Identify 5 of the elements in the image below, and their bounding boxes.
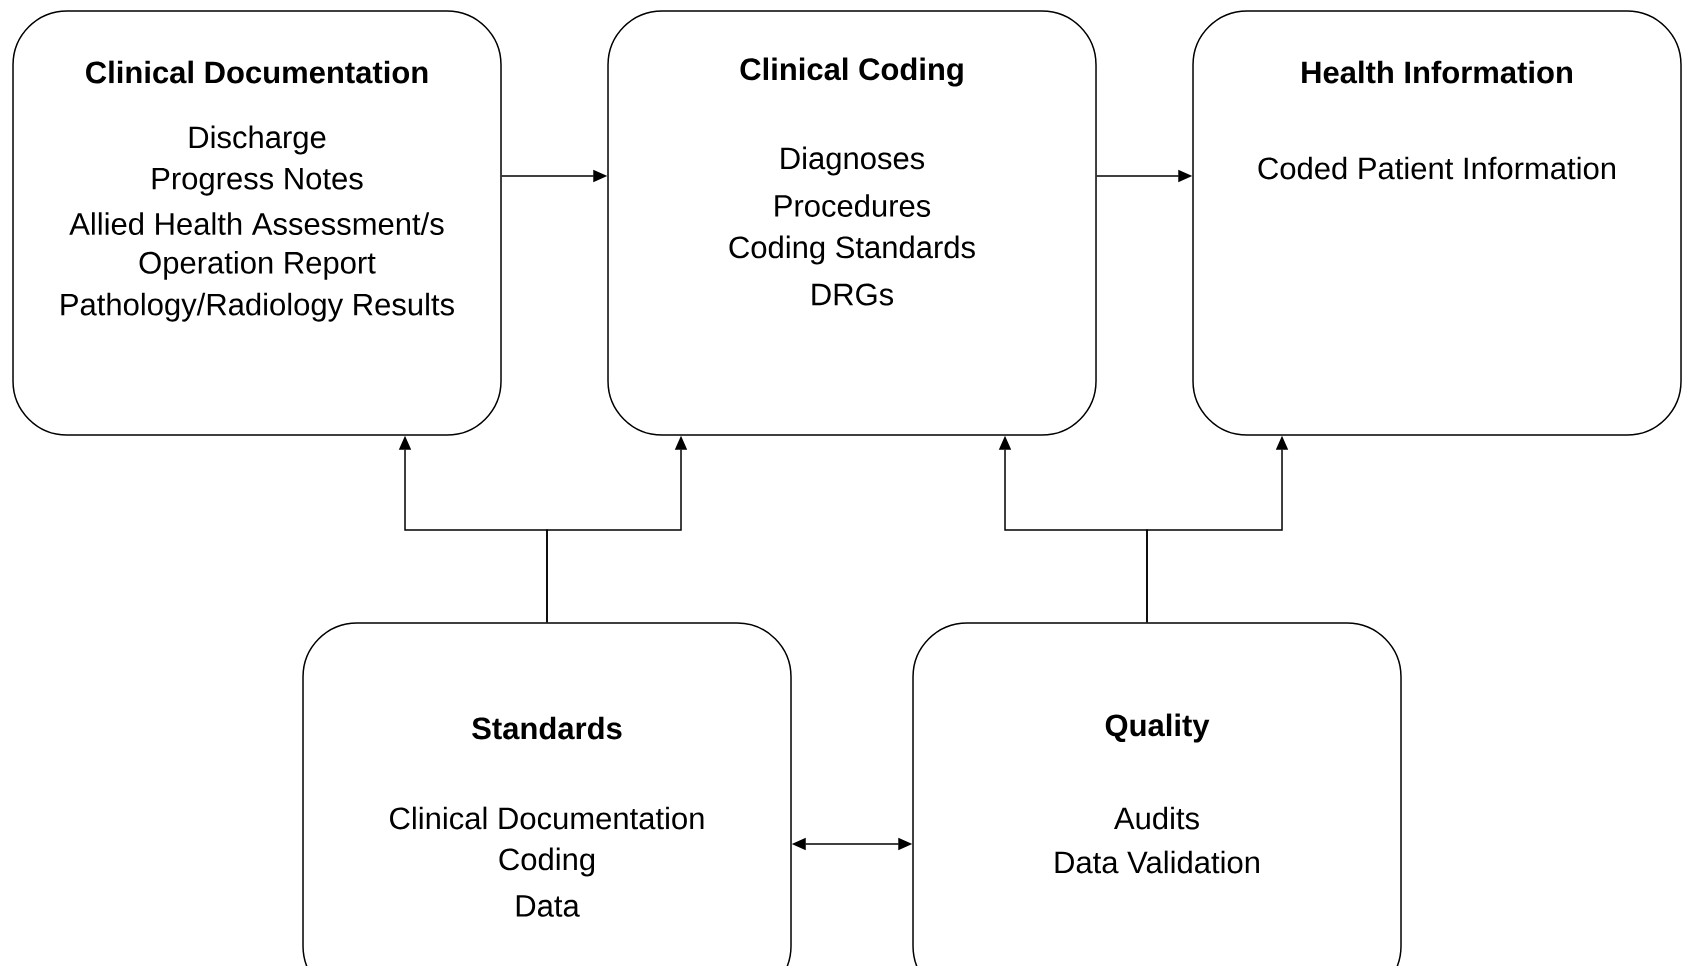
process-box: Standards Clinical Documentation Coding Data (302, 622, 792, 966)
process-box: Clinical Documentation Discharge Progress Notes Allied Health Assessment/s Operation Report Pathology/Radiology Results (12, 10, 502, 436)
process-box: Clinical Coding Diagnoses Procedures Coding Standards DRGs (607, 10, 1097, 436)
process-box: Quality Audits Data Validation (912, 622, 1402, 966)
process-box: Health Information Coded Patient Information (1192, 10, 1682, 436)
